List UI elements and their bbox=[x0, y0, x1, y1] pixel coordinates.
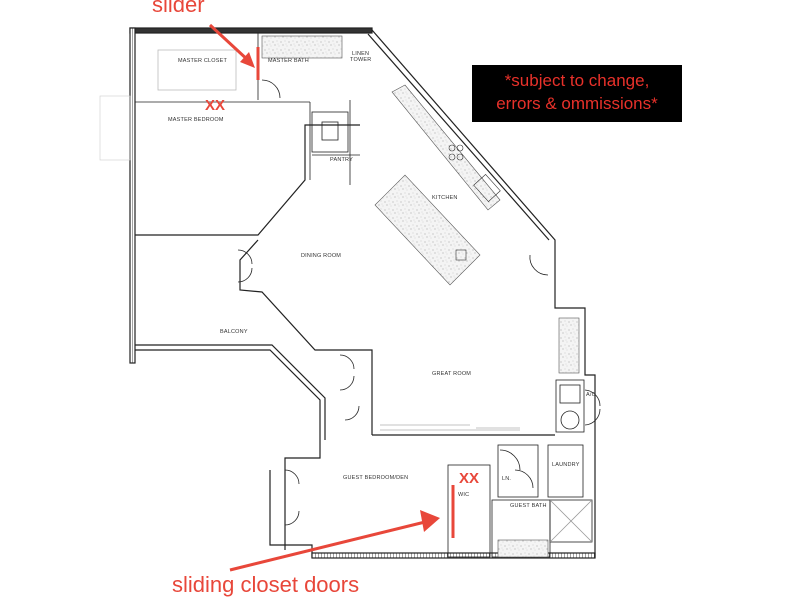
label-linen-2: TOWER bbox=[350, 57, 371, 63]
label-balcony: BALCONY bbox=[220, 329, 248, 335]
bottom-wall bbox=[311, 552, 596, 559]
annotation-markers bbox=[208, 23, 455, 572]
side-counter bbox=[558, 317, 580, 374]
countertops bbox=[261, 35, 580, 558]
label-ac: A/C bbox=[586, 392, 596, 398]
kitchen-counter bbox=[391, 84, 501, 211]
exterior-walls bbox=[129, 27, 596, 559]
disclaimer-line-1: *subject to change, bbox=[504, 71, 650, 90]
label-linen-1: LINEN bbox=[352, 51, 369, 57]
window-lines bbox=[99, 95, 520, 431]
label-great-room: GREAT ROOM bbox=[432, 371, 471, 377]
label-laundry: LAUNDRY bbox=[552, 462, 580, 468]
label-guest-bedroom: GUEST BEDROOM/DEN bbox=[343, 475, 408, 481]
top-wall bbox=[129, 27, 373, 34]
kitchen-island bbox=[374, 174, 481, 286]
removed-wall-marker-1: XX bbox=[205, 97, 225, 114]
removed-wall-marker-2: XX bbox=[459, 470, 479, 487]
guest-bath-vanity bbox=[497, 539, 549, 558]
sliding-closet-annotation: sliding closet doors bbox=[172, 572, 360, 597]
label-master-bath: MASTER BATH bbox=[268, 58, 309, 64]
master-bath-vanity bbox=[261, 35, 343, 59]
label-pantry: PANTRY bbox=[330, 157, 353, 163]
interior-walls bbox=[135, 33, 601, 558]
label-master-bedroom: MASTER BEDROOM bbox=[168, 117, 224, 123]
left-wall bbox=[129, 27, 136, 364]
label-master-closet: MASTER CLOSET bbox=[178, 58, 227, 64]
label-guest-bath: GUEST BATH bbox=[510, 503, 547, 509]
kitchen-fixtures bbox=[448, 144, 501, 261]
label-dining-room: DINING ROOM bbox=[301, 253, 341, 259]
label-wic: WIC bbox=[458, 492, 469, 498]
slider-arrow-icon bbox=[240, 52, 255, 68]
disclaimer-line-2: errors & ommissions* bbox=[496, 94, 658, 113]
sliding-arrow-icon bbox=[420, 510, 440, 532]
slider-annotation: slider bbox=[152, 0, 205, 17]
label-linen: LN. bbox=[502, 476, 511, 482]
disclaimer-box: *subject to change, errors & ommissions* bbox=[472, 65, 682, 122]
room-labels: MASTER CLOSET MASTER BATH LINEN TOWER MA… bbox=[168, 51, 596, 509]
label-kitchen: KITCHEN bbox=[432, 195, 458, 201]
